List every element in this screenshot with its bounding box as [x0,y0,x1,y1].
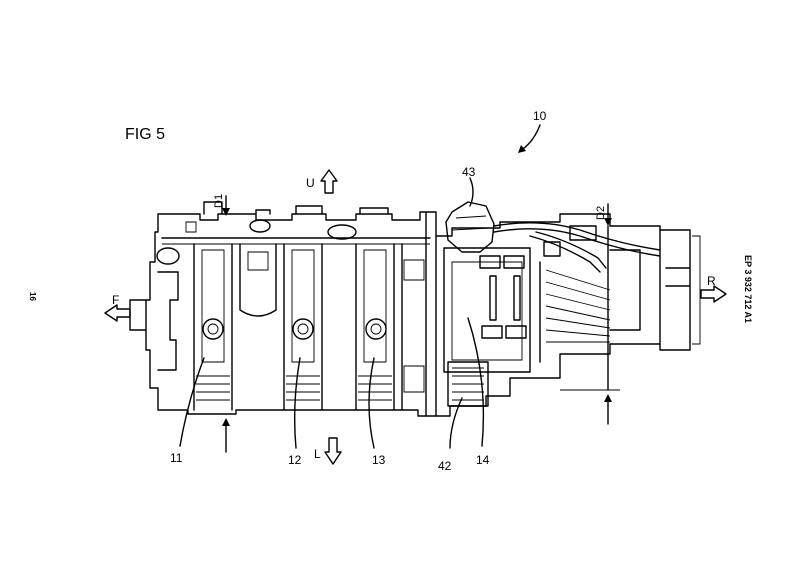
drive-unit [435,213,701,417]
assembly-label: 10 [533,109,547,123]
callout-label-14: 14 [476,453,490,467]
cylinder-13 [355,243,395,411]
engine-block [129,201,437,417]
callout-42: 42 [438,397,463,473]
direction-label-front: F [112,293,119,307]
callout-label-13: 13 [372,453,386,467]
direction-arrow-up: U [306,169,338,194]
dimension-d2: D2 [560,203,620,425]
direction-arrow-front: F [104,293,131,322]
cylinder-12 [283,243,323,411]
direction-label-down: L [314,447,321,461]
direction-label-rear: R [707,274,716,288]
figure-title: FIG 5 [125,126,165,143]
dimension-label-d1: D1 [213,194,225,208]
callout-11: 11 [170,357,205,465]
direction-arrow-rear: R [700,274,727,303]
callout-label-42: 42 [438,459,452,473]
publication-number: EP 3 932 712 A1 [743,255,753,323]
component-43 [445,201,495,253]
assembly-reference-10: 10 [518,109,547,153]
direction-label-up: U [306,176,315,190]
cylinder-11 [193,243,233,411]
callout-13: 13 [368,357,386,467]
direction-arrow-down: L [314,437,342,465]
callout-label-11: 11 [170,451,183,465]
callout-label-43: 43 [462,165,476,179]
page-number: 16 [28,292,37,301]
dimension-d1: D1 [213,194,230,453]
callout-12: 12 [288,357,302,467]
callout-label-12: 12 [288,453,302,467]
callout-14: 14 [467,317,490,467]
dimension-label-d2: D2 [595,206,607,220]
component-42 [447,361,489,407]
callout-43: 43 [462,165,476,207]
